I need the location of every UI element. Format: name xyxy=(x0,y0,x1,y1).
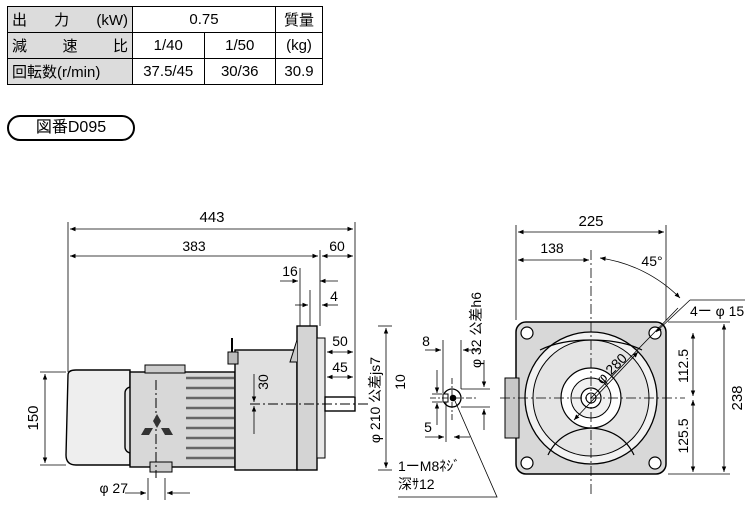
drawing-number-badge: 図番D095 xyxy=(7,115,135,141)
speed-2: 30/36 xyxy=(203,58,276,85)
dim-key-10: 10 xyxy=(392,374,408,390)
mass-value: 30.9 xyxy=(275,58,323,85)
shaft-dimension-lines xyxy=(398,340,498,498)
ratio-2: 1/50 xyxy=(203,32,276,59)
table-row: 出力(kW) 0.75 質量 xyxy=(7,6,323,33)
dim-50: 50 xyxy=(332,333,348,349)
dim-mount-holes: 4ー φ 15 xyxy=(690,303,744,319)
shaft-end-detail xyxy=(430,378,478,420)
dim-body-length: 383 xyxy=(182,238,206,254)
dim-112-5: 112.5 xyxy=(675,349,691,383)
maker-logo xyxy=(141,414,173,435)
front-view xyxy=(500,250,685,495)
spec-table: 出力(kW) 0.75 質量 減速比 1/40 1/50 (kg) 回転数(r/… xyxy=(7,6,323,85)
dim-dia-27: φ 27 xyxy=(99,480,128,496)
tap-depth-note: 深ｻ12 xyxy=(398,476,435,492)
dim-238: 238 xyxy=(729,385,746,410)
dim-width-225: 225 xyxy=(578,213,603,230)
tap-note: 1ーM8ﾈｼﾞ xyxy=(398,458,460,474)
dim-125-5: 125.5 xyxy=(675,418,691,453)
dim-width-138: 138 xyxy=(540,240,564,256)
dim-key-5: 5 xyxy=(424,419,432,435)
dimension-texts: 443 383 60 16 4 50 45 30 150 φ 27 φ 210 … xyxy=(25,209,746,496)
dim-shaft-extension: 60 xyxy=(329,238,345,254)
mass-label: 質量 xyxy=(275,6,323,33)
speed-label: 回転数(r/min) xyxy=(7,58,133,85)
table-row: 回転数(r/min) 37.5/45 30/36 30.9 xyxy=(7,58,323,85)
side-view xyxy=(65,325,370,478)
front-dimension-lines xyxy=(515,225,745,475)
dim-flange-dia: φ 210 公差js7 xyxy=(367,357,383,443)
table-row: 減速比 1/40 1/50 (kg) xyxy=(7,32,323,59)
dim-height-150: 150 xyxy=(25,405,42,430)
speed-1: 37.5/45 xyxy=(132,58,205,85)
dim-key-8: 8 xyxy=(422,333,430,349)
mass-unit: (kg) xyxy=(275,32,323,59)
dim-shaft-dia: φ 32 公差h6 xyxy=(468,292,484,368)
side-dimension-lines xyxy=(40,222,392,500)
dim-overall-length: 443 xyxy=(199,209,224,226)
dim-45: 45 xyxy=(332,359,348,375)
dim-angle-45: 45° xyxy=(641,253,662,269)
ratio-label: 減速比 xyxy=(7,32,133,59)
dim-30: 30 xyxy=(255,374,271,390)
output-label: 出力(kW) xyxy=(7,6,133,33)
dim-16: 16 xyxy=(282,263,298,279)
dim-4: 4 xyxy=(330,288,338,304)
